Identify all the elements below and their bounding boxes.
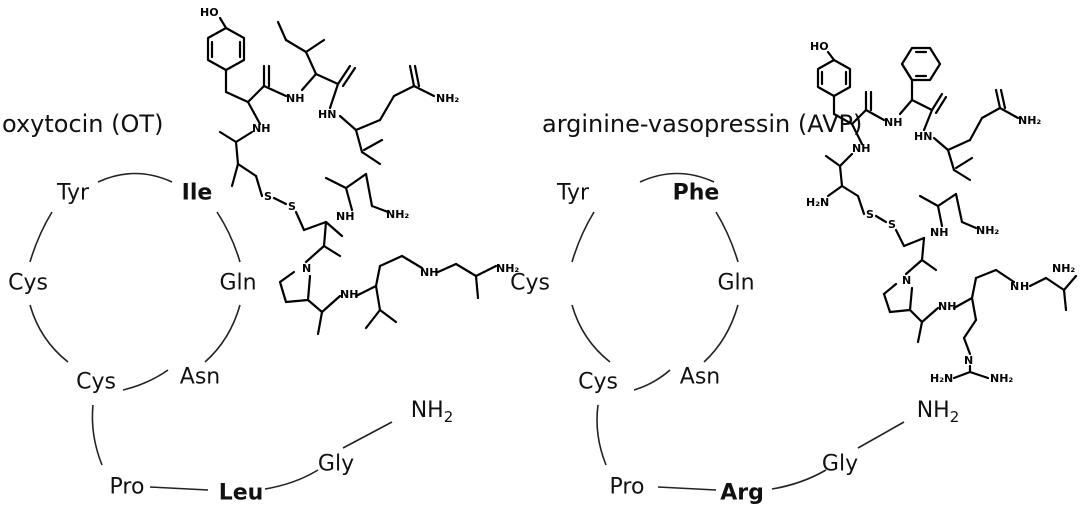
svg-text:N: N <box>902 274 911 287</box>
connector-tyr-phe <box>639 172 715 183</box>
connector-cys-asn <box>122 369 169 391</box>
connector-leu-gly <box>264 469 319 490</box>
svg-text:NH: NH <box>252 122 270 135</box>
residue-pro: Pro <box>609 474 645 500</box>
connector-arg-gly <box>771 469 827 490</box>
svg-text:NH: NH <box>852 142 870 155</box>
residue-cys-2: Cys <box>578 369 618 395</box>
svg-text:NH: NH <box>336 210 354 223</box>
vasopressin-title: arginine-vasopressin (AVP) <box>542 110 863 138</box>
svg-text:H: H <box>1020 280 1029 293</box>
connector-gly-nh2 <box>342 421 393 449</box>
svg-text:N: N <box>302 262 311 275</box>
connector-gly-nh2 <box>857 421 905 449</box>
svg-text:S: S <box>264 190 272 203</box>
svg-text:H₂N: H₂N <box>806 196 829 209</box>
residue-gln: Gln <box>717 270 755 296</box>
svg-text:NH₂: NH₂ <box>386 208 409 221</box>
svg-text:NH₂: NH₂ <box>1052 262 1075 275</box>
svg-text:NH₂: NH₂ <box>976 224 999 237</box>
connector-pro-leu <box>149 486 209 491</box>
connector-cys-pro <box>596 404 607 466</box>
svg-text:HO: HO <box>200 6 219 19</box>
oxytocin-title: oxytocin (OT) <box>2 110 164 138</box>
svg-text:N: N <box>964 354 973 367</box>
residue-tyr: Tyr <box>56 180 90 206</box>
residue-gly: Gly <box>317 451 355 477</box>
vasopressin-sequence-connectors <box>571 172 905 491</box>
c-terminal-nh2: NH2 <box>410 398 454 426</box>
svg-text:NH: NH <box>420 266 438 279</box>
svg-text:HO: HO <box>810 40 829 53</box>
oxytocin-panel: oxytocin (OT) Tyr Ile Cys Gln Cys Asn Pr… <box>2 6 519 506</box>
connector-cys-cys <box>29 304 69 363</box>
residue-cys-1: Cys <box>510 270 550 296</box>
connector-ile-gln <box>216 211 241 263</box>
svg-text:S: S <box>288 200 296 213</box>
residue-gly: Gly <box>821 451 859 477</box>
connector-cys-cys <box>571 304 611 363</box>
residue-asn: Asn <box>679 364 721 390</box>
residue-tyr: Tyr <box>556 180 590 206</box>
svg-text:NH: NH <box>930 226 948 239</box>
connector-cys-asn <box>633 369 671 391</box>
svg-text:NH: NH <box>340 288 358 301</box>
svg-text:NH₂: NH₂ <box>990 372 1013 385</box>
connector-cys-pro <box>91 404 103 466</box>
svg-text:H₂N: H₂N <box>930 372 953 385</box>
oxytocin-sequence-connectors <box>29 172 393 491</box>
connector-gln-asn <box>703 304 739 363</box>
residue-arg: Arg <box>720 480 764 506</box>
residue-ile: Ile <box>181 180 213 206</box>
c-terminal-nh2: NH2 <box>916 398 960 426</box>
residue-pro: Pro <box>109 474 145 500</box>
svg-text:N: N <box>1010 280 1019 293</box>
svg-text:S: S <box>888 218 896 231</box>
svg-text:NH: NH <box>286 92 304 105</box>
vasopressin-structure: HO NH HN NH₂ NH <box>806 40 1078 385</box>
residue-asn: Asn <box>179 364 221 390</box>
svg-text:NH₂: NH₂ <box>1018 114 1041 127</box>
residue-cys-2: Cys <box>76 369 116 395</box>
svg-text:NH: NH <box>884 116 902 129</box>
connector-gln-asn <box>204 304 241 363</box>
connector-pro-arg <box>657 486 717 491</box>
svg-text:HN: HN <box>318 108 336 121</box>
svg-text:NH₂: NH₂ <box>496 262 519 275</box>
oxytocin-structure: HO NH HN NH₂ NH <box>200 6 519 336</box>
connector-tyr-ile <box>97 172 173 183</box>
connector-tyr-cys <box>29 211 53 263</box>
connector-tyr-cys <box>571 211 595 263</box>
svg-text:HN: HN <box>914 130 932 143</box>
vasopressin-panel: arginine-vasopressin (AVP) Tyr Phe Cys G… <box>510 0 1084 508</box>
residue-leu: Leu <box>218 480 264 506</box>
connector-phe-gln <box>715 211 739 263</box>
residue-gln: Gln <box>219 270 257 296</box>
svg-text:NH₂: NH₂ <box>436 92 459 105</box>
residue-cys-1: Cys <box>8 270 48 296</box>
residue-phe: Phe <box>672 180 720 206</box>
svg-text:NH: NH <box>938 300 956 313</box>
svg-text:S: S <box>866 208 874 221</box>
